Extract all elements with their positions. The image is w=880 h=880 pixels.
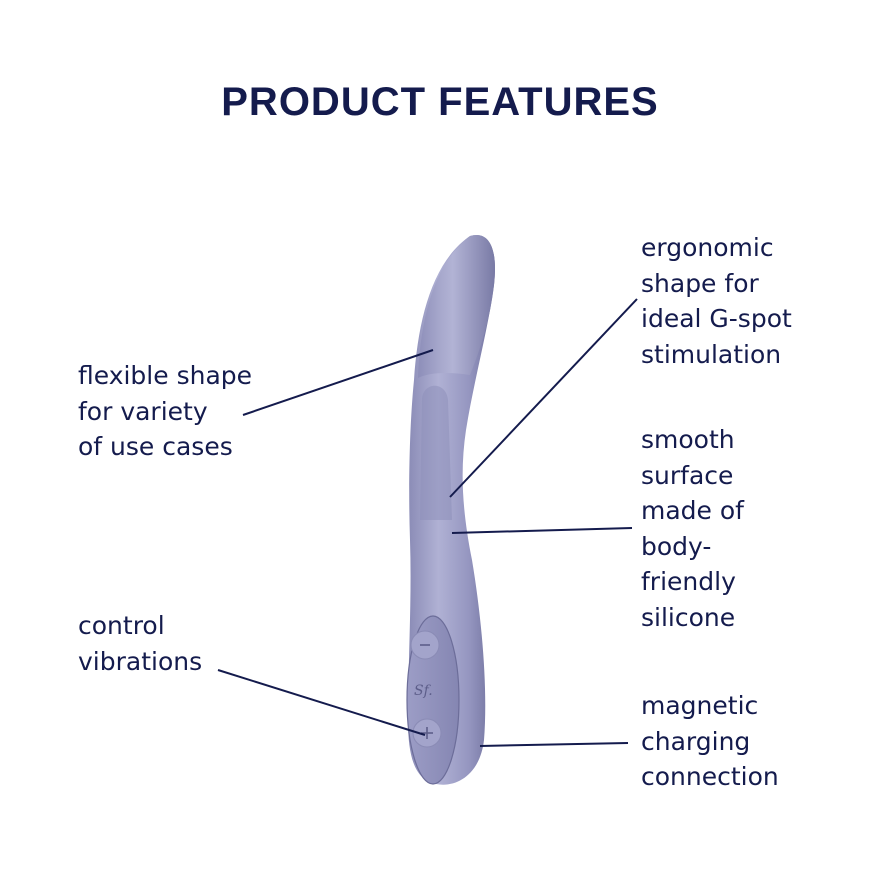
feature-control: control vibrations [78,611,203,676]
page-title: PRODUCT FEATURES [221,80,659,124]
feature-magnetic: magnetic charging connection [641,691,779,791]
feature-flexible: flexible shape for variety of use cases [78,361,253,461]
brand-logo: Sf. [414,683,433,699]
feature-smooth: smooth surface made of body- friendly si… [641,425,744,632]
product-tip [418,234,495,378]
product-groove [420,385,452,520]
feature-ergonomic: ergonomic shape for ideal G-spot stimula… [641,233,792,369]
callout-lines [217,298,638,747]
